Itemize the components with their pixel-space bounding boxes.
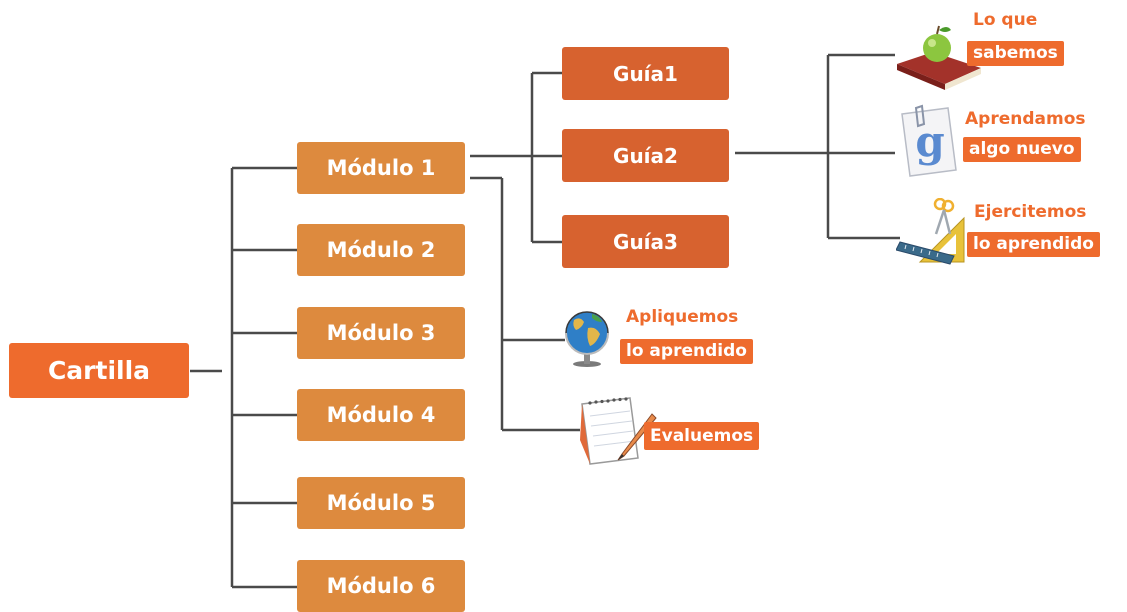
section-title: Ejercitemos: [974, 202, 1087, 222]
guide-node-2[interactable]: Guía2: [562, 129, 729, 182]
module-node-4[interactable]: Módulo 4: [297, 389, 465, 441]
guide-label: Guía1: [613, 61, 678, 86]
root-node[interactable]: Cartilla: [9, 343, 189, 398]
section-title: Lo que: [973, 10, 1038, 30]
module-label: Módulo 4: [326, 403, 436, 427]
module-label: Módulo 6: [326, 574, 436, 598]
section-tag[interactable]: sabemos: [967, 41, 1064, 66]
apple-book-icon: [897, 25, 981, 90]
root-label: Cartilla: [47, 356, 151, 385]
section-title: Aprendamos: [965, 109, 1086, 129]
module-label: Módulo 1: [326, 156, 436, 180]
section-tag[interactable]: lo aprendido: [967, 232, 1100, 257]
letter-g-icon: g: [901, 104, 957, 177]
module-label: Módulo 2: [326, 238, 436, 262]
globe-icon: [565, 311, 609, 367]
module-node-6[interactable]: Módulo 6: [297, 560, 465, 612]
module-node-3[interactable]: Módulo 3: [297, 307, 465, 359]
ruler-scissors-icon: [896, 198, 965, 265]
guide-label: Guía3: [613, 229, 678, 254]
guide-label: Guía2: [613, 143, 678, 168]
section-tag[interactable]: Evaluemos: [644, 422, 760, 450]
svg-text:g: g: [915, 117, 944, 166]
module-label: Módulo 5: [326, 491, 436, 515]
guide-node-1[interactable]: Guía1: [562, 47, 729, 100]
module-node-5[interactable]: Módulo 5: [297, 477, 465, 529]
section-title: Apliquemos: [626, 307, 739, 327]
guide-node-3[interactable]: Guía3: [562, 215, 729, 268]
module-node-1[interactable]: Módulo 1: [297, 142, 465, 194]
section-tag[interactable]: lo aprendido: [620, 339, 753, 364]
module-node-2[interactable]: Módulo 2: [297, 224, 465, 276]
section-tag[interactable]: algo nuevo: [963, 137, 1081, 162]
module-label: Módulo 3: [326, 321, 436, 345]
